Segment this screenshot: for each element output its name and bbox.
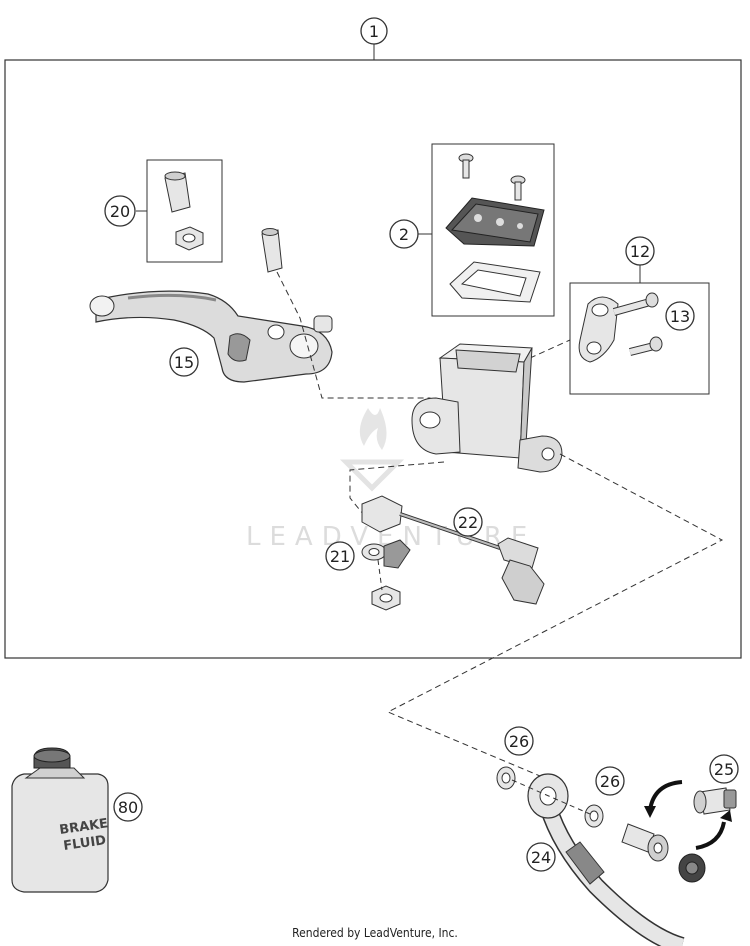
callout-13: 13	[665, 301, 695, 331]
callout-1-text: 1	[369, 22, 379, 41]
callout-22: 22	[453, 507, 483, 537]
switch-vertical-dash	[377, 559, 383, 591]
can-label-line1: BRAKE	[58, 816, 109, 838]
callout-24: 24	[526, 842, 556, 872]
callout-20: 20	[104, 195, 136, 227]
cover-screw-a	[458, 153, 474, 179]
bushing-20	[164, 171, 191, 213]
nut-20	[175, 226, 204, 251]
bleed-cap	[678, 853, 706, 883]
brake-fluid-can-80: BRAKE FLUID	[11, 747, 109, 893]
switch-washer-21	[361, 539, 411, 569]
callout-21-text: 21	[330, 547, 350, 566]
part-2-box	[431, 143, 555, 317]
washer-26a	[496, 766, 516, 790]
lever-dash-line	[276, 271, 443, 411]
callout-26a-text: 26	[509, 732, 529, 751]
master-cylinder	[411, 343, 563, 473]
banjo-bolt	[621, 823, 669, 862]
can-label-line2: FLUID	[62, 833, 107, 854]
bleed-screw-25	[693, 787, 737, 815]
callout-25-text: 25	[714, 760, 734, 779]
cover-gasket	[449, 261, 541, 303]
callout-21: 21	[325, 541, 355, 571]
clamp-bolt-b	[629, 336, 663, 356]
cover-screw-b	[510, 175, 526, 201]
reservoir-cover	[445, 197, 545, 247]
brake-lever-15	[89, 290, 333, 383]
callout-2-text: 2	[399, 225, 409, 244]
callout-26b-text: 26	[600, 772, 620, 791]
callout-26b: 26	[595, 766, 625, 796]
rotation-arrows	[644, 780, 732, 850]
callout-13-text: 13	[670, 307, 690, 326]
master-to-hose-dash	[386, 453, 724, 777]
callout-25: 25	[709, 754, 739, 784]
brake-hose-24	[539, 803, 685, 946]
brake-switch-22	[361, 495, 545, 605]
handlebar-clamp	[578, 296, 619, 363]
callout-12: 12	[625, 236, 655, 266]
callout-80-text: 80	[118, 798, 138, 817]
callout-24-text: 24	[531, 848, 551, 867]
footer-credit: Rendered by LeadVenture, Inc.	[292, 926, 458, 940]
washer-26b	[584, 804, 604, 828]
clamp-bolt-a	[612, 292, 659, 316]
switch-nut-21	[371, 585, 401, 611]
callout-2: 2	[389, 219, 419, 249]
callout-22-text: 22	[458, 513, 478, 532]
callout-15-text: 15	[174, 353, 194, 372]
assembly-frame	[4, 59, 742, 659]
callout-20-text: 20	[110, 202, 130, 221]
callout-1: 1	[360, 17, 388, 45]
callout-15: 15	[169, 347, 199, 377]
callout-26a: 26	[504, 726, 534, 756]
callout-12-text: 12	[630, 242, 650, 261]
callout-80: 80	[113, 792, 143, 822]
lever-bushing	[261, 228, 283, 273]
clamp-dash	[529, 339, 571, 359]
